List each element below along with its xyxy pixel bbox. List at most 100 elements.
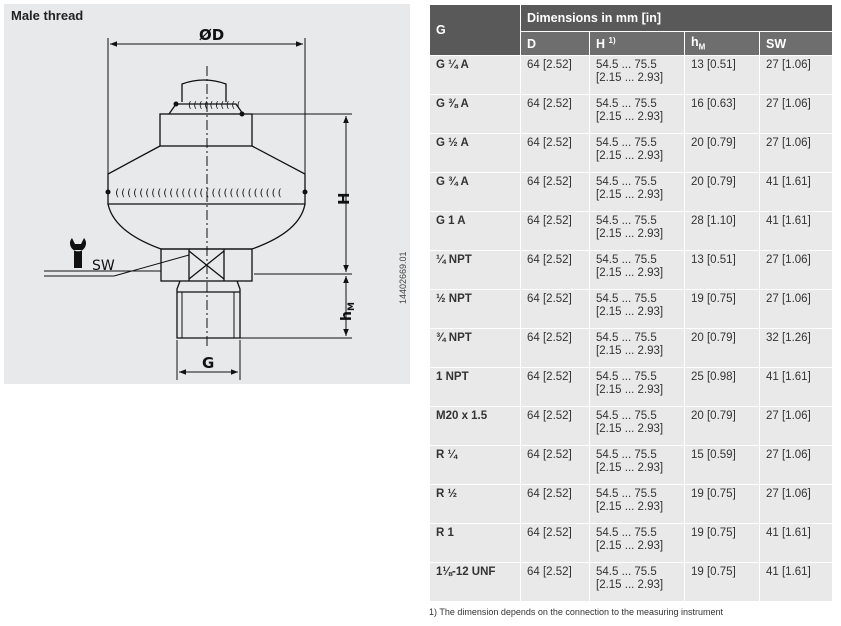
cell-h-range-mm: 54.5 ... 75.5 <box>596 59 657 71</box>
label-sw: SW <box>92 258 115 274</box>
cell-d: 64 [2.52] <box>520 367 590 407</box>
cell-sw: 32 [1.26] <box>759 328 833 368</box>
header-h: H 1) <box>589 31 685 56</box>
cell-d: 64 [2.52] <box>520 55 590 95</box>
cell-d: 64 [2.52] <box>520 523 590 563</box>
cell-h-range-in: [2.15 ... 2.93] <box>596 345 664 357</box>
svg-text:((((((((((: (((((((((( <box>187 101 241 111</box>
cell-sw: 27 [1.06] <box>759 55 833 95</box>
cell-h-range-in: [2.15 ... 2.93] <box>596 111 664 123</box>
cell-sw: 27 [1.06] <box>759 94 833 134</box>
cell-h: 54.5 ... 75.5[2.15 ... 2.93] <box>589 484 685 524</box>
cell-h: 54.5 ... 75.5[2.15 ... 2.93] <box>589 367 685 407</box>
housing-cone <box>107 145 306 205</box>
cell-g: G ½ A <box>429 133 521 173</box>
cell-hm: 16 [0.63] <box>684 94 760 134</box>
cell-g: 1 NPT <box>429 367 521 407</box>
cell-g: R 1 <box>429 523 521 563</box>
cell-h-range-in: [2.15 ... 2.93] <box>596 384 664 396</box>
header-dimensions: Dimensions in mm [in] <box>520 4 833 32</box>
cell-d: 64 [2.52] <box>520 406 590 446</box>
cell-h-range-mm: 54.5 ... 75.5 <box>596 449 657 461</box>
cell-h-range-in: [2.15 ... 2.93] <box>596 462 664 474</box>
cell-h-range-mm: 54.5 ... 75.5 <box>596 371 657 383</box>
header-g: G <box>429 4 521 56</box>
drawing-title: Male thread <box>11 8 84 23</box>
cell-h-range-in: [2.15 ... 2.93] <box>596 540 664 552</box>
cell-h-range-mm: 54.5 ... 75.5 <box>596 215 657 227</box>
header-sw: SW <box>759 31 833 56</box>
cell-h-range-mm: 54.5 ... 75.5 <box>596 527 657 539</box>
cell-hm: 19 [0.75] <box>684 484 760 524</box>
cell-h-range-mm: 54.5 ... 75.5 <box>596 488 657 500</box>
header-hm: hM <box>684 31 760 56</box>
cell-hm: 13 [0.51] <box>684 250 760 290</box>
cell-h-range-in: [2.15 ... 2.93] <box>596 189 664 201</box>
cell-hm: 19 [0.75] <box>684 523 760 563</box>
cell-d: 64 [2.52] <box>520 133 590 173</box>
cell-d: 64 [2.52] <box>520 289 590 329</box>
cell-d: 64 [2.52] <box>520 484 590 524</box>
cell-h: 54.5 ... 75.5[2.15 ... 2.93] <box>589 289 685 329</box>
cell-sw: 41 [1.61] <box>759 172 833 212</box>
cell-h-range-mm: 54.5 ... 75.5 <box>596 98 657 110</box>
cell-hm: 25 [0.98] <box>684 367 760 407</box>
cell-h-range-mm: 54.5 ... 75.5 <box>596 293 657 305</box>
thread-section <box>176 280 241 339</box>
cell-d: 64 [2.52] <box>520 328 590 368</box>
cell-h-range-mm: 54.5 ... 75.5 <box>596 332 657 344</box>
cell-h-range-in: [2.15 ... 2.93] <box>596 423 664 435</box>
cell-d: 64 [2.52] <box>520 94 590 134</box>
cell-g: R ½ <box>429 484 521 524</box>
cell-h: 54.5 ... 75.5[2.15 ... 2.93] <box>589 172 685 212</box>
cell-d: 64 [2.52] <box>520 172 590 212</box>
cell-h-range-in: [2.15 ... 2.93] <box>596 267 664 279</box>
cell-h-range-mm: 54.5 ... 75.5 <box>596 566 657 578</box>
cell-h-range-in: [2.15 ... 2.93] <box>596 501 664 513</box>
cell-h-range-in: [2.15 ... 2.93] <box>596 306 664 318</box>
cell-hm: 20 [0.79] <box>684 172 760 212</box>
cell-h-range-mm: 54.5 ... 75.5 <box>596 410 657 422</box>
cell-g: ¾ NPT <box>429 328 521 368</box>
cell-hm: 20 [0.79] <box>684 406 760 446</box>
document-number: 14402669.01 <box>398 251 408 304</box>
cell-d: 64 [2.52] <box>520 445 590 485</box>
cell-g: G ⅜ A <box>429 94 521 134</box>
technical-drawing-panel: Male thread <box>4 4 410 384</box>
cell-h: 54.5 ... 75.5[2.15 ... 2.93] <box>589 445 685 485</box>
cell-hm: 13 [0.51] <box>684 55 760 95</box>
cell-g: R ¼ <box>429 445 521 485</box>
housing-top <box>159 113 253 147</box>
cell-hm: 19 [0.75] <box>684 289 760 329</box>
cell-h-range-in: [2.15 ... 2.93] <box>596 228 664 240</box>
cell-hm: 28 [1.10] <box>684 211 760 251</box>
cell-h: 54.5 ... 75.5[2.15 ... 2.93] <box>589 133 685 173</box>
header-d: D <box>520 31 590 56</box>
cell-d: 64 [2.52] <box>520 211 590 251</box>
cell-hm: 15 [0.59] <box>684 445 760 485</box>
label-hm: hM <box>339 302 357 321</box>
cell-sw: 41 [1.61] <box>759 523 833 563</box>
cell-h-range-mm: 54.5 ... 75.5 <box>596 254 657 266</box>
cell-g: ¼ NPT <box>429 250 521 290</box>
cell-h: 54.5 ... 75.5[2.15 ... 2.93] <box>589 406 685 446</box>
cell-sw: 27 [1.06] <box>759 289 833 329</box>
cable-stub <box>181 79 227 102</box>
label-diameter: ØD <box>199 26 224 44</box>
cell-g: ½ NPT <box>429 289 521 329</box>
cell-h-range-in: [2.15 ... 2.93] <box>596 579 664 591</box>
cell-h: 54.5 ... 75.5[2.15 ... 2.93] <box>589 562 685 602</box>
cell-d: 64 [2.52] <box>520 562 590 602</box>
cell-h: 54.5 ... 75.5[2.15 ... 2.93] <box>589 94 685 134</box>
